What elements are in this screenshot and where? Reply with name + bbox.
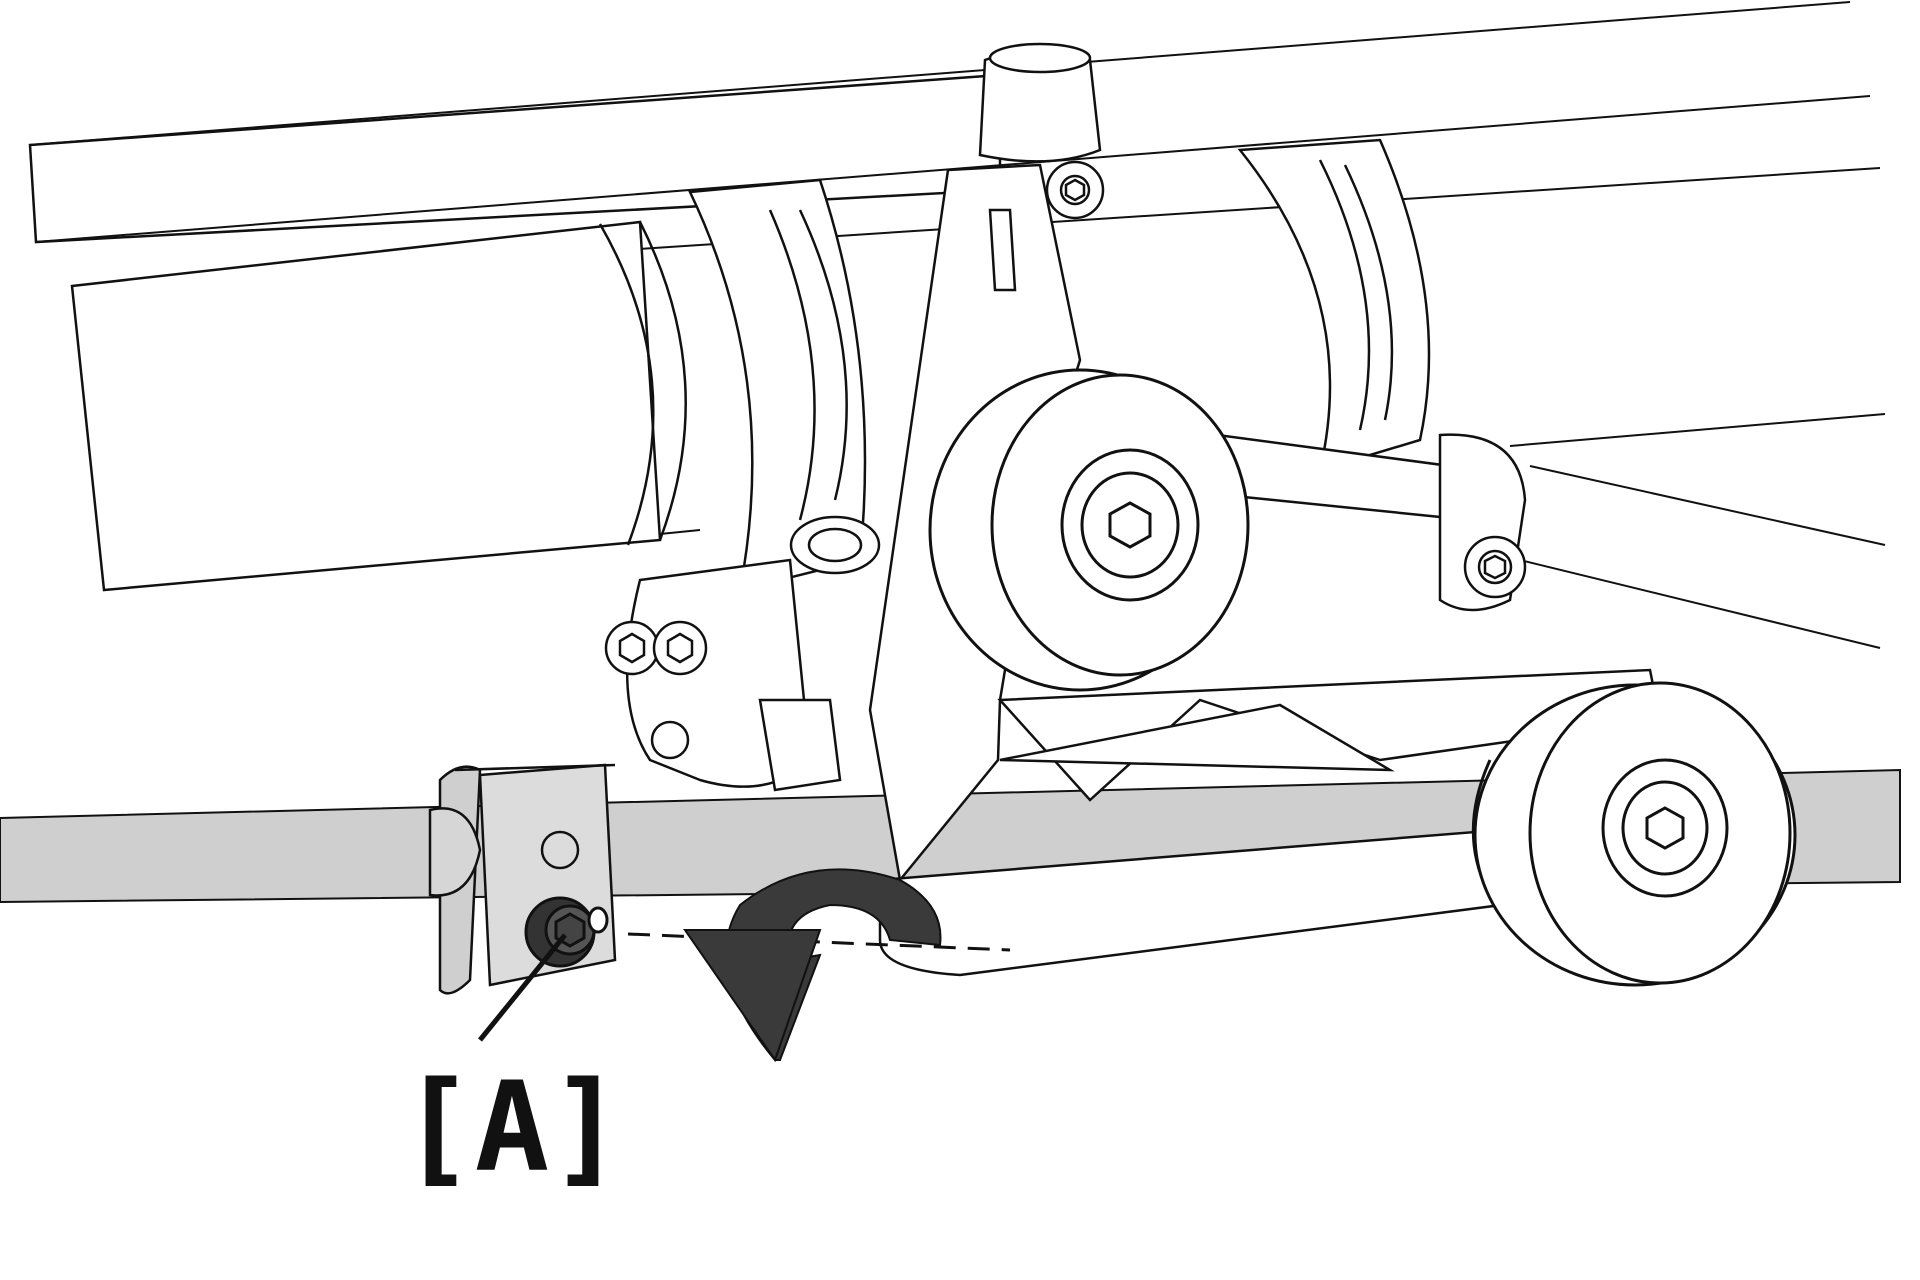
top-clamp [978,42,1105,220]
main-cylinder [70,220,687,592]
callout-a-leader [478,933,567,1042]
swing-arm [878,668,1662,977]
bolt-block [604,558,842,792]
callout-a-label: [A] [400,1056,624,1200]
left-yoke-bracket [688,178,881,592]
right-yoke-bracket [1237,138,1431,472]
hex-socket-bolt-icon [1108,501,1152,549]
upper-rod [28,73,1002,244]
callout-a: [A] [400,933,624,1200]
large-pulley-wheel [928,368,1250,692]
small-pulley-wheel [1471,681,1797,987]
rotate-counterclockwise-arrow-icon [683,868,942,1063]
right-clamp [1173,428,1527,612]
rotation-axis-line [627,932,1011,952]
rail-clamp [428,763,617,995]
hex-socket-bolt-icon [1645,806,1685,850]
